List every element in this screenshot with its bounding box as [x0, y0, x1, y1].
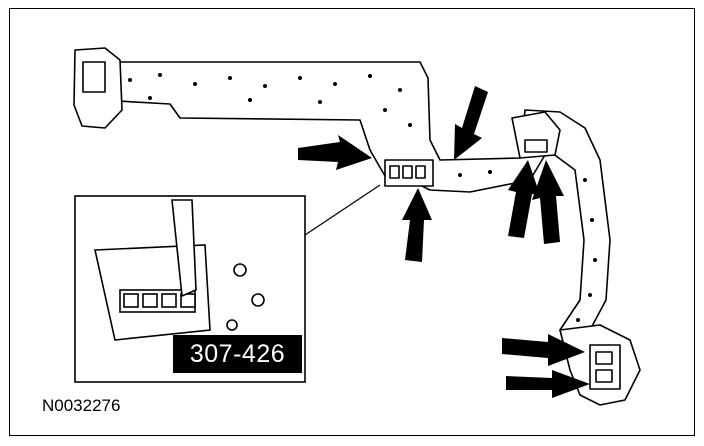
arrow-icon	[402, 188, 432, 262]
upper-right-connector	[511, 111, 561, 159]
figure-id-label: N0032276	[42, 396, 121, 415]
arrow-icon	[508, 160, 540, 238]
arrow-icon	[532, 160, 564, 244]
arrow-icon	[506, 370, 590, 398]
figure-border	[9, 8, 695, 436]
rivet-holes	[128, 73, 597, 322]
arrow-icon	[298, 86, 590, 398]
upper-harness-plate	[99, 61, 611, 346]
arrow-icon	[454, 86, 488, 160]
tool-number-callout: 307-426	[173, 335, 302, 373]
arrow-icon	[298, 135, 372, 170]
arrow-icon	[502, 334, 585, 366]
